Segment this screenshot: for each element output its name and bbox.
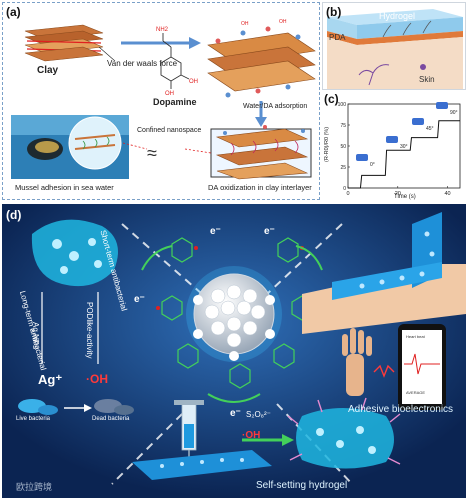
- hand-icon: [342, 328, 372, 396]
- y-tick-label: 25: [340, 165, 346, 171]
- live-bacteria-label: Live bacteria: [16, 416, 51, 422]
- strain-chart: (R-R0)/R0 (%) Time (s) 0 25 50 75 100 0 20 40 0…: [324, 102, 461, 200]
- arrow-right-icon: [242, 434, 294, 446]
- panel-b: (b) Hydrogel PDA Skin: [322, 2, 466, 90]
- angle-label: 0°: [370, 162, 375, 168]
- approx-symbol: ≈: [147, 143, 157, 163]
- electron-label: e⁻: [264, 226, 275, 237]
- ag-ion-label: Ag⁺: [38, 372, 63, 387]
- x-tick-label: 0: [346, 191, 349, 197]
- angle-label: 90°: [450, 110, 458, 116]
- skin-layers-icon: [327, 9, 463, 89]
- oh-group: OH: [279, 19, 287, 25]
- oh-group: OH: [165, 91, 174, 97]
- oh-bottom-label: ·OH: [242, 430, 261, 441]
- confined-label: Confined nanospace: [137, 127, 202, 134]
- panel-d-graphics: Heart beat AVERAGE: [2, 204, 466, 498]
- vdw-label: Van der waals force: [107, 59, 178, 68]
- clay-label: Clay: [37, 65, 59, 76]
- hydrogel-blob-icon: [31, 219, 118, 287]
- phone-icon: [398, 324, 446, 410]
- curved-arrow-icon: [207, 393, 261, 403]
- arrow-right-icon: [64, 404, 92, 412]
- y-tick-label: 0: [343, 186, 346, 192]
- panel-d: Heart beat AVERAGE (d) Long-term antibac…: [2, 204, 466, 498]
- dead-bacteria-icon: [94, 399, 134, 415]
- hydrogel-network-icon: [287, 397, 401, 469]
- adhesive-label: Adhesive bioelectronics: [348, 404, 454, 415]
- electron-label: e⁻: [210, 226, 221, 237]
- adsorption-label: Water/DA adsorption: [243, 103, 308, 110]
- live-bacteria-icon: [18, 399, 58, 415]
- pod-label: PODlike-activity: [85, 302, 94, 359]
- angle-label: 30°: [400, 144, 408, 150]
- oh-group: OH: [189, 79, 198, 85]
- panel-c: (c) (R-R0)/R0 (%) Time (s) 0 25 50 75 100 0 20…: [322, 92, 466, 202]
- finger-inset-icon: [436, 102, 448, 109]
- clay-da-layer-icon: [207, 26, 316, 98]
- dopamine-label: Dopamine: [153, 97, 197, 107]
- finger-inset-icon: [412, 118, 424, 125]
- electron-label: e⁻: [134, 294, 145, 305]
- oh-group: OH: [241, 21, 249, 27]
- clay-stack-icon: [24, 24, 104, 62]
- persulfate-label: S₂O₈²⁻: [246, 410, 271, 419]
- pda-label: PDA: [329, 33, 346, 42]
- y-tick-label: 75: [340, 123, 346, 129]
- adhesive-hydrogel-icon: [302, 212, 466, 334]
- arrow-down-icon: [255, 101, 267, 127]
- mussel-sea-image: [11, 115, 129, 179]
- x-axis-title: Time (s): [394, 194, 416, 200]
- series-line: [348, 120, 460, 189]
- electron-label: e⁻: [230, 408, 241, 419]
- angle-label: 45°: [426, 126, 434, 132]
- y-tick-label: 50: [340, 144, 346, 150]
- clay-pda-layer-icon: [210, 125, 312, 180]
- panel-a: (a) NH2 OH OH: [2, 2, 320, 200]
- y-tick-label: 100: [338, 102, 347, 108]
- panel-c-label: (c): [324, 92, 339, 106]
- arrow-right-icon: [121, 37, 201, 49]
- x-tick-label: 40: [444, 191, 450, 197]
- skin-label: Skin: [419, 75, 435, 84]
- oxidization-label: DA oxidization in clay interlayer: [208, 183, 312, 192]
- panel-b-graphics: [327, 9, 463, 89]
- y-axis-title: (R-R0)/R0 (%): [324, 127, 330, 162]
- ag-nps-label: Ag NPs: [31, 322, 40, 350]
- dopamine-molecule-icon: [160, 33, 190, 89]
- self-setting-label: Self-setting hydrogel: [256, 480, 348, 491]
- nh2-group: NH2: [156, 27, 169, 33]
- syringe-icon: [174, 400, 204, 466]
- dead-bacteria-label: Dead bacteria: [92, 416, 130, 422]
- gel-sheet-icon: [132, 450, 272, 480]
- nanosphere-icon: [186, 266, 282, 362]
- curved-arrow-icon: [295, 245, 323, 271]
- phone-title: Heart beat: [406, 334, 426, 339]
- oh-left-label: ·OH: [86, 372, 108, 386]
- mussel-label: Mussel adhesion in sea water: [15, 183, 114, 192]
- panel-a-graphics: NH2 OH OH OH OH: [11, 19, 316, 180]
- watermark-label: 欧拉跨境: [16, 482, 53, 492]
- curved-arrow-icon: [141, 245, 173, 271]
- phone-average: AVERAGE: [406, 390, 425, 395]
- panel-b-label: (b): [326, 5, 342, 19]
- finger-inset-icon: [356, 154, 368, 161]
- finger-inset-icon: [386, 136, 398, 143]
- x-tick-label: 20: [395, 191, 401, 197]
- signal-wave-icon: [373, 364, 395, 378]
- panel-a-label: (a): [6, 5, 21, 19]
- panel-d-label: (d): [6, 208, 22, 222]
- hydrogel-label: Hydrogel: [379, 11, 416, 21]
